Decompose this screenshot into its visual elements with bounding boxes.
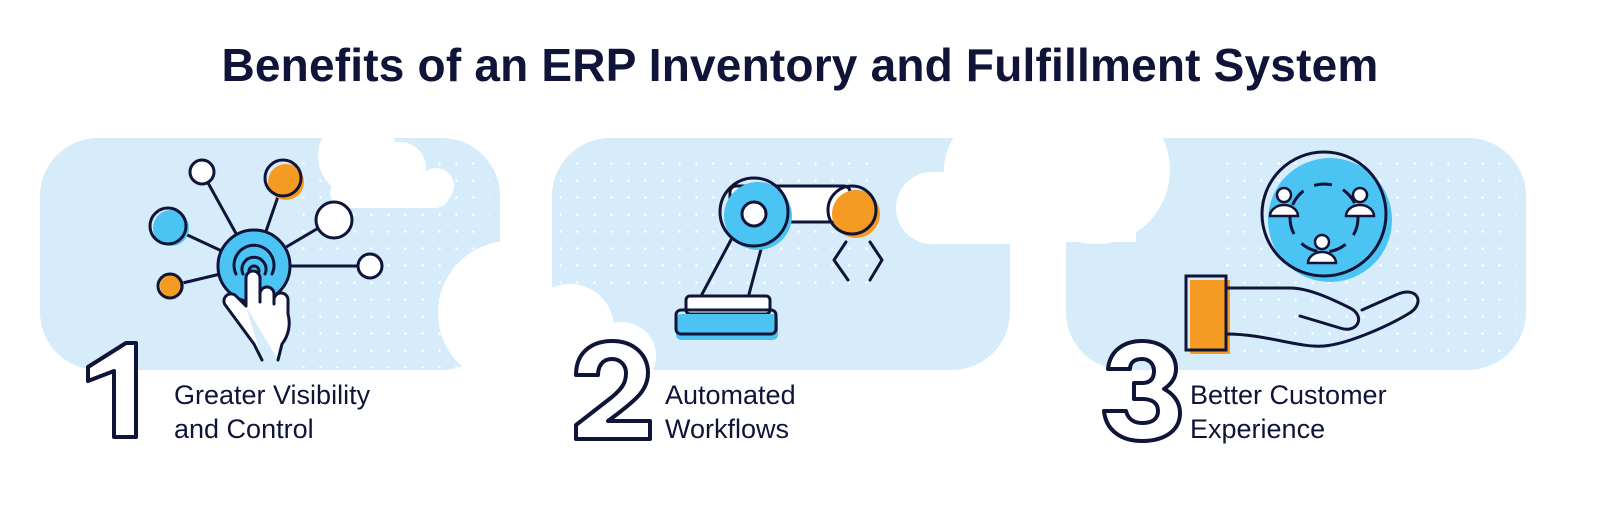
network-touch-icon	[148, 158, 384, 362]
customer-icon	[1268, 186, 1300, 218]
robotic-arm-icon	[674, 176, 884, 340]
benefit-number-1	[86, 341, 138, 439]
customer-icon	[1344, 186, 1376, 218]
benefit-label-3: Better Customer Experience	[1190, 380, 1387, 444]
customer-icon	[1306, 233, 1338, 265]
cloud-shape	[1022, 96, 1170, 244]
cloud-shape	[318, 116, 454, 208]
benefit-label-1: Greater Visibility and Control	[174, 380, 371, 444]
benefit-label-2: Automated Workflows	[665, 380, 796, 444]
page-title: Benefits of an ERP Inventory and Fulfill…	[221, 39, 1379, 91]
benefit-number-2	[574, 339, 652, 441]
hand-with-customers-icon	[1184, 150, 1420, 354]
benefit-card-3	[1022, 96, 1526, 370]
benefit-number-3	[1102, 339, 1182, 443]
